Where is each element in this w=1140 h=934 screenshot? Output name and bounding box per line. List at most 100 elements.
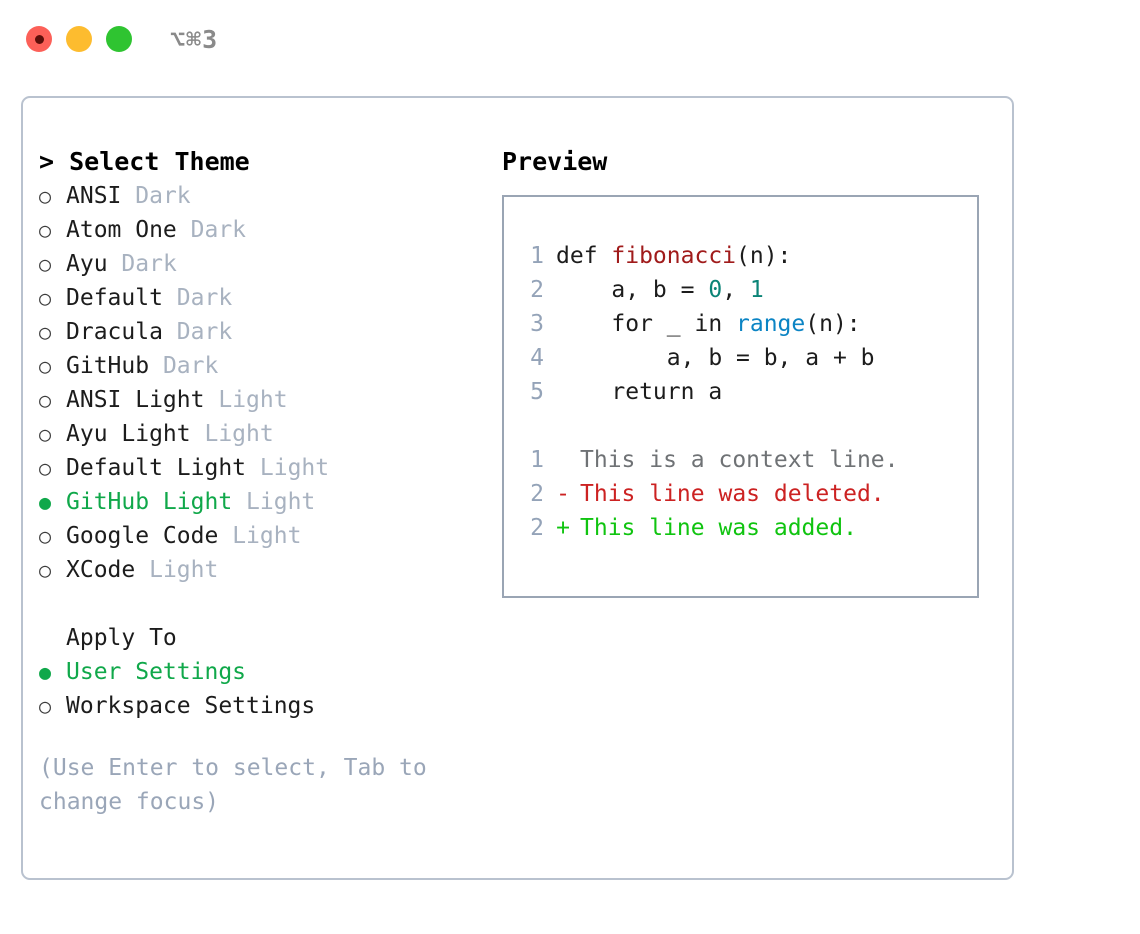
theme-variant-badge: Dark: [121, 251, 177, 277]
code-line: 1 def fibonacci(n):: [518, 243, 977, 277]
theme-list-item[interactable]: ○Ayu Light Light: [39, 417, 479, 451]
main-panel: > Select Theme ○ANSI Dark○Atom One Dark○…: [21, 96, 1014, 880]
theme-name-label: Default Light: [66, 455, 247, 481]
radio-unselected-icon[interactable]: ○: [39, 354, 52, 378]
code-token: for _ in: [556, 311, 737, 337]
minimize-button[interactable]: [66, 26, 92, 52]
code-token: range: [736, 311, 806, 337]
code-line: 5 return a: [518, 379, 977, 413]
radio-unselected-icon[interactable]: ○: [39, 184, 52, 208]
keyboard-hint-text: (Use Enter to select, Tab to change focu…: [39, 755, 427, 815]
radio-unselected-icon[interactable]: ○: [39, 320, 52, 344]
code-line: 2 a, b = 0, 1: [518, 277, 977, 311]
code-token: def: [556, 243, 612, 269]
theme-list-item[interactable]: ○ Default Light Light: [39, 451, 479, 485]
code-token: 0: [708, 277, 723, 303]
line-number: 3: [530, 311, 544, 337]
theme-variant-badge: Light: [149, 557, 219, 583]
radio-unselected-icon[interactable]: ○: [39, 558, 52, 582]
line-number: 2: [530, 277, 544, 303]
diff-line-context: 1 This is a context line.: [518, 447, 977, 481]
theme-list-item[interactable]: ●GitHub Light Light: [39, 485, 479, 519]
theme-name-label: Google Code: [66, 523, 219, 549]
radio-unselected-icon[interactable]: ○: [39, 422, 52, 446]
preview-heading: Preview: [502, 147, 608, 176]
line-number: 1: [530, 243, 544, 269]
diff-text: This line was added.: [580, 515, 857, 541]
title-bar: ⌥⌘3: [0, 0, 1140, 78]
radio-selected-icon[interactable]: ●: [39, 490, 52, 514]
close-button[interactable]: [26, 26, 52, 52]
radio-unselected-icon[interactable]: ○: [39, 388, 52, 412]
theme-variant-badge: Dark: [162, 353, 219, 379]
theme-list-item[interactable]: ○ Atom One Dark: [39, 213, 479, 247]
theme-name-label: Atom One: [66, 217, 177, 243]
theme-list-item[interactable]: ○ Dracula Dark: [39, 315, 479, 349]
theme-name-label: ANSI Light: [66, 387, 205, 413]
radio-unselected-icon[interactable]: ○: [39, 456, 52, 480]
line-number: 5: [530, 379, 544, 405]
theme-variant-badge: Dark: [135, 183, 191, 209]
theme-list[interactable]: ○ANSI Dark○Atom One Dark○Ayu Dark○Defaul…: [39, 179, 479, 587]
maximize-button[interactable]: [106, 26, 132, 52]
diff-marker: -: [556, 481, 570, 507]
diff-marker: +: [556, 515, 570, 541]
code-diff-separator: [518, 413, 977, 447]
theme-variant-badge: Light: [218, 387, 288, 413]
diff-sample: 1 This is a context line.2-This line was…: [518, 447, 977, 549]
radio-unselected-icon[interactable]: ○: [39, 252, 52, 276]
theme-name-label: GitHub: [66, 353, 150, 379]
theme-list-item[interactable]: ○Default Dark: [39, 281, 479, 315]
apply-to-item[interactable]: ○Workspace Settings: [39, 689, 479, 723]
select-theme-heading: > Select Theme: [39, 147, 250, 176]
theme-variant-badge: Dark: [190, 217, 247, 243]
radio-unselected-icon[interactable]: ○: [39, 218, 52, 242]
radio-selected-icon[interactable]: ●: [39, 660, 52, 684]
line-number: 2: [530, 515, 544, 541]
theme-variant-badge: Light: [246, 489, 316, 515]
diff-line-added: 2 + This line was added.: [518, 515, 977, 549]
theme-list-item[interactable]: ○ XCode Light: [39, 553, 479, 587]
radio-unselected-icon[interactable]: ○: [39, 286, 52, 310]
line-number: 4: [530, 345, 544, 371]
theme-variant-badge: Dark: [176, 319, 233, 345]
theme-list-item[interactable]: ○ GitHub Dark: [39, 349, 479, 383]
theme-list-item[interactable]: ○ ANSI Dark: [39, 179, 479, 213]
code-token: 1: [749, 277, 764, 303]
theme-list-item[interactable]: ○ Google Code Light: [39, 519, 479, 553]
code-token: a, b =: [556, 277, 709, 303]
code-token: fibonacci: [611, 243, 737, 269]
theme-variant-badge: Dark: [176, 285, 233, 311]
apply-to-list[interactable]: ● User Settings ○Workspace Settings: [39, 655, 479, 723]
line-number: 1: [530, 447, 544, 473]
theme-variant-badge: Light: [259, 455, 330, 481]
window-controls: [26, 26, 132, 52]
code-token: (n):: [736, 243, 792, 269]
code-token: ,: [722, 277, 750, 303]
radio-unselected-icon[interactable]: ○: [39, 524, 52, 548]
theme-name-label: Dracula: [66, 319, 163, 345]
code-line: 4 a, b = b, a + b: [518, 345, 977, 379]
diff-text: This line was deleted.: [580, 481, 885, 507]
code-token: a, b = b, a + b: [556, 345, 875, 371]
apply-to-item[interactable]: ● User Settings: [39, 655, 479, 689]
theme-name-label: Ayu Light: [66, 421, 191, 447]
theme-name-label: XCode: [66, 557, 136, 583]
keyboard-shortcut-label: ⌥⌘3: [170, 24, 219, 54]
apply-to-heading: Apply To: [66, 625, 177, 651]
line-number: 2: [530, 481, 544, 507]
radio-unselected-icon[interactable]: ○: [39, 694, 52, 718]
theme-selector-pane: > Select Theme ○ANSI Dark○Atom One Dark○…: [39, 145, 479, 819]
theme-list-item[interactable]: ○Ayu Dark: [39, 247, 479, 281]
code-token: return a: [556, 379, 723, 405]
theme-list-item[interactable]: ○ ANSI Light Light: [39, 383, 479, 417]
code-token: (n):: [805, 311, 861, 337]
apply-to-label: User Settings: [66, 659, 247, 685]
theme-name-label: ANSI: [66, 183, 122, 209]
spacer: [39, 587, 479, 621]
theme-variant-badge: Light: [232, 523, 302, 549]
